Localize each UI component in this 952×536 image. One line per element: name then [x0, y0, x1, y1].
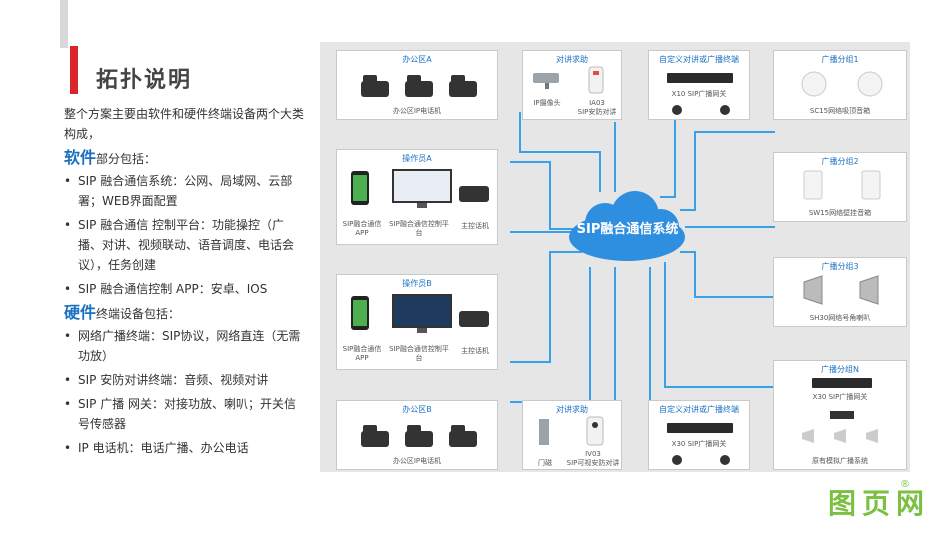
desk-phone-icon [459, 186, 489, 202]
broadcast-3-caption: SH30网络号角喇叭 [809, 314, 871, 322]
operator-a-node: 操作员A SIP融合通信APP SIP融合通信控制平台 主控话机 [336, 149, 498, 245]
x10-caption: X10 SIP广播网关 [671, 90, 727, 98]
list-item: IP 电话机：电话广播、办公电话 [64, 438, 304, 458]
analog-system-icon [802, 411, 878, 443]
speaker-pair-icon [672, 105, 730, 115]
broadcast-3-title: 广播分组3 [821, 262, 859, 271]
gateway-icon [812, 378, 872, 388]
video-intercom-icon [586, 416, 604, 446]
description-panel: 整个方案主要由软件和硬件终端设备两个大类构成， 软件部分包括： SIP 融合通信… [64, 104, 304, 462]
broadcast-group-1-node: 广播分组1 SC15网络吸顶音箱 [773, 50, 907, 120]
camera-caption: IP摄像头 [533, 99, 561, 107]
operator-a-app-caption: SIP融合通信APP [342, 220, 382, 237]
ip-phone-icon [361, 425, 477, 447]
topology-diagram: 办公区A 办公区IP电话机 对讲求助 IP摄像头 IA03 SIP安防对讲 自定… [320, 42, 910, 472]
decor-bar-gray [60, 0, 68, 48]
ia03-caption: SIP安防对讲 [577, 108, 617, 116]
intercom-device-icon [588, 66, 604, 94]
office-a-title: 办公区A [402, 55, 432, 64]
gateway-icon [667, 73, 733, 83]
office-b-title: 办公区B [402, 405, 432, 414]
office-b-caption: 办公区IP电话机 [392, 457, 442, 465]
operator-b-platform-caption: SIP融合通信控制平台 [389, 345, 449, 362]
x30-caption: X30 SIP广播网关 [812, 393, 868, 401]
ia03-model: IA03 [589, 99, 605, 107]
page-title: 拓扑说明 [96, 68, 193, 93]
operator-a-phone-caption: 主控话机 [461, 222, 489, 230]
watermark-logo: 图页网 [827, 487, 930, 520]
broadcast-2-title: 广播分组2 [821, 157, 859, 166]
list-item: SIP 安防对讲终端：音频、视频对讲 [64, 370, 304, 390]
smartphone-icon [351, 171, 369, 205]
x30-bottom-caption: X30 SIP广播网关 [671, 440, 727, 448]
broadcast-1-title: 广播分组1 [821, 55, 859, 64]
speaker-pair-icon [672, 455, 730, 465]
broadcast-n-caption: 原有模拟广播系统 [812, 457, 868, 465]
custom-bottom-node: 自定义对讲或广播终端 X30 SIP广播网关 [648, 400, 750, 470]
intercom-top-node: 对讲求助 IP摄像头 IA03 SIP安防对讲 [522, 50, 622, 120]
custom-top-title: 自定义对讲或广播终端 [659, 55, 739, 64]
software-list: SIP 融合通信系统：公网、局域网、云部署；WEB界面配置 SIP 融合通信 控… [64, 171, 304, 299]
broadcast-group-2-node: 广播分组2 SW15网络壁挂音箱 [773, 152, 907, 222]
broadcast-n-title: 广播分组N [821, 365, 859, 374]
iv03-caption: SIP可视安防对讲 [566, 459, 620, 467]
intro-text: 整个方案主要由软件和硬件终端设备两个大类构成， [64, 107, 305, 141]
broadcast-group-3-node: 广播分组3 SH30网络号角喇叭 [773, 257, 907, 327]
intercom-top-title: 对讲求助 [556, 55, 588, 64]
hardware-heading: 硬件终端设备包括： [64, 303, 181, 322]
monitor-icon [392, 169, 452, 208]
list-item: SIP 融合通信控制 APP：安卓、IOS [64, 279, 304, 299]
software-heading: 软件部分包括： [64, 148, 157, 167]
operator-b-node: 操作员B SIP融合通信APP SIP融合通信控制平台 主控话机 [336, 274, 498, 370]
hardware-list: 网络广播终端：SIP协议，网络直连（无需功放） SIP 安防对讲终端：音频、视频… [64, 326, 304, 458]
wall-speaker-icon [803, 170, 881, 200]
office-b-node: 办公区B 办公区IP电话机 [336, 400, 498, 470]
list-item: 网络广播终端：SIP协议，网络直连（无需功放） [64, 326, 304, 366]
cloud-icon [569, 191, 685, 261]
broadcast-2-caption: SW15网络壁挂音箱 [808, 209, 872, 217]
ceiling-speaker-icon [801, 71, 883, 97]
custom-top-node: 自定义对讲或广播终端 X10 SIP广播网关 [648, 50, 750, 120]
operator-a-title: 操作员A [402, 154, 432, 163]
horn-speaker-icon [803, 275, 879, 305]
monitor-icon [392, 294, 452, 333]
operator-a-platform-caption: SIP融合通信控制平台 [389, 220, 449, 237]
list-item: SIP 广播 网关：对接功放、喇叭；开关信号传感器 [64, 394, 304, 434]
lock-caption: 门磁 [538, 459, 552, 467]
custom-bottom-title: 自定义对讲或广播终端 [659, 405, 739, 414]
list-item: SIP 融合通信 控制平台：功能操控（广播、对讲、视频联动、语音调度、电话会议）… [64, 215, 304, 275]
smartphone-icon [351, 296, 369, 330]
camera-icon [533, 73, 559, 89]
broadcast-1-caption: SC15网络吸顶音箱 [809, 107, 871, 115]
office-a-caption: 办公区IP电话机 [392, 107, 442, 115]
gateway-icon [667, 423, 733, 433]
center-system-label: SIP融合通信系统 [576, 222, 679, 237]
intercom-bottom-title: 对讲求助 [556, 405, 588, 414]
operator-b-app-caption: SIP融合通信APP [342, 345, 382, 362]
registered-mark: ® [900, 479, 910, 490]
decor-bar-red [70, 46, 78, 94]
desk-phone-icon [459, 311, 489, 327]
intercom-bottom-node: 对讲求助 门磁 IV03 SIP可视安防对讲 [522, 400, 622, 470]
iv03-model: IV03 [585, 450, 601, 458]
broadcast-group-n-node: 广播分组N X30 SIP广播网关 原有模拟广播系统 [773, 360, 907, 470]
ip-phone-icon [361, 75, 477, 97]
operator-b-title: 操作员B [402, 279, 432, 288]
office-a-node: 办公区A 办公区IP电话机 [336, 50, 498, 120]
list-item: SIP 融合通信系统：公网、局域网、云部署；WEB界面配置 [64, 171, 304, 211]
door-lock-icon [539, 419, 549, 445]
operator-b-phone-caption: 主控话机 [461, 347, 489, 355]
